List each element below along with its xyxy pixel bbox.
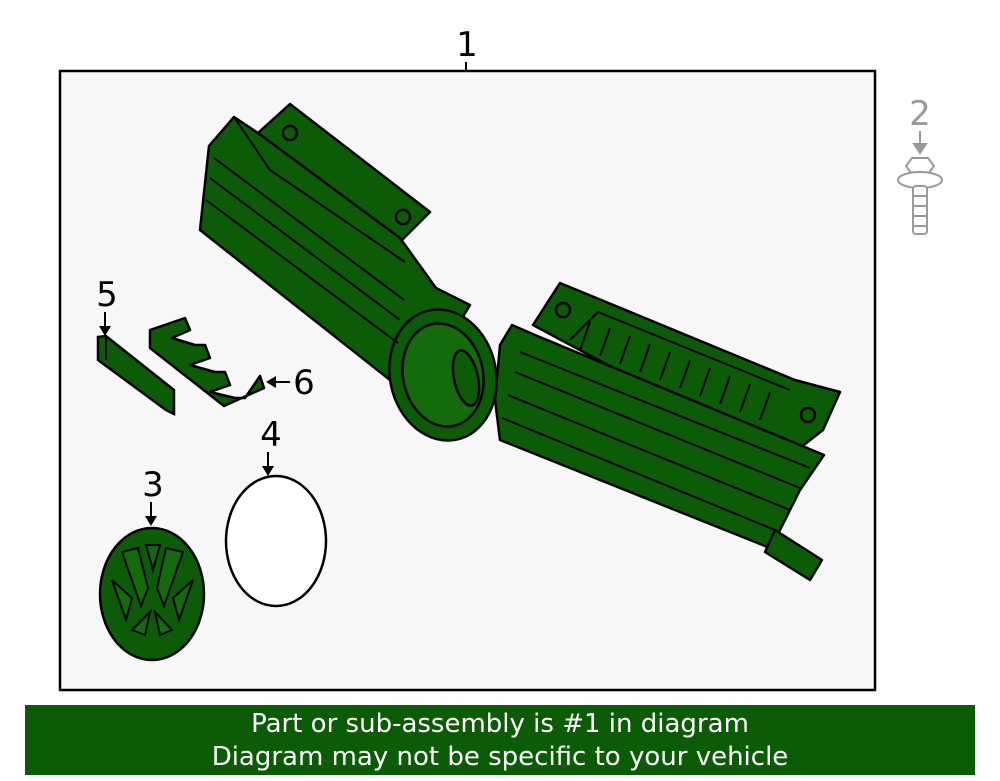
mount-hole	[799, 406, 817, 424]
bracket-part	[148, 316, 266, 408]
lower-extension	[763, 528, 824, 582]
mount-hole	[281, 124, 299, 142]
banner-line-1: Part or sub-assembly is #1 in diagram	[251, 709, 749, 739]
grille-slats	[205, 116, 811, 533]
bolt-part	[897, 131, 943, 235]
callout-2: 2	[909, 94, 931, 134]
disclaimer-banner: Part or sub-assembly is #1 in diagram Di…	[25, 705, 975, 775]
parts-diagram: 1	[58, 25, 943, 692]
callout-5: 5	[96, 275, 118, 315]
callout-6: 6	[293, 363, 315, 403]
callout-4-arrow	[262, 452, 274, 476]
mount-hole	[394, 208, 412, 226]
emblem-lens	[224, 474, 328, 608]
banner-line-2: Diagram may not be specific to your vehi…	[211, 742, 789, 772]
callout-1: 1	[456, 25, 478, 65]
callout-6-arrow	[266, 376, 290, 388]
callout-4: 4	[260, 415, 282, 455]
callout-5-arrow	[99, 312, 111, 336]
emblem-badge	[98, 526, 206, 662]
emblem-ring-hole	[451, 349, 481, 407]
grille-assembly	[198, 102, 842, 582]
callout-3-arrow	[145, 502, 157, 526]
callout-3: 3	[142, 465, 164, 505]
emblem-logo	[111, 544, 194, 637]
mount-hole	[554, 301, 572, 319]
